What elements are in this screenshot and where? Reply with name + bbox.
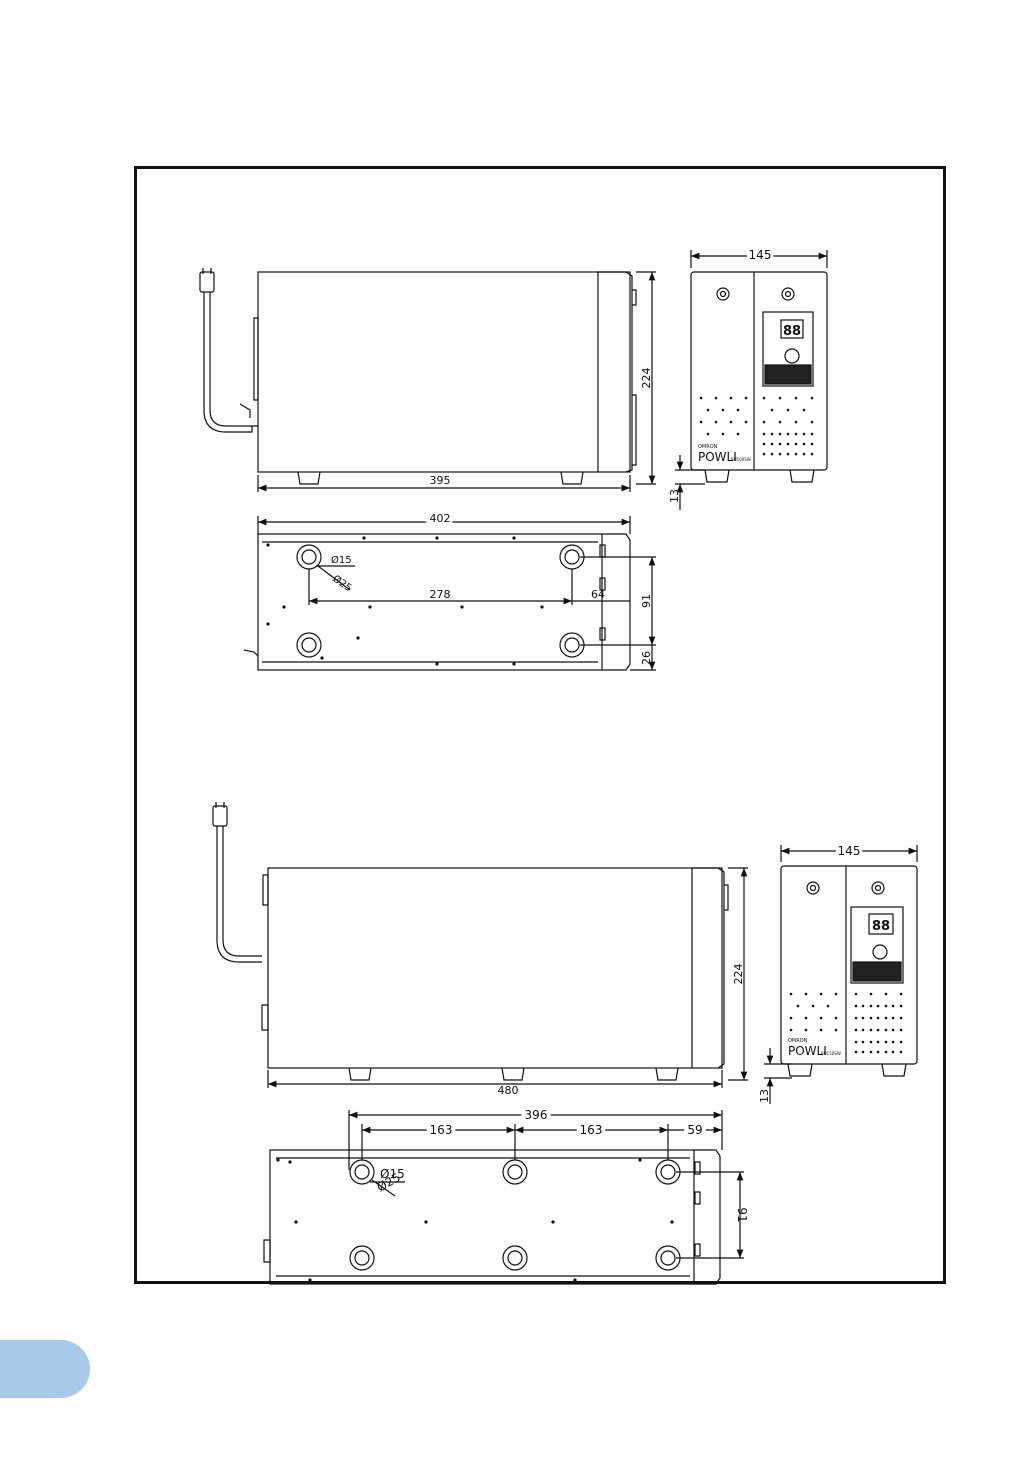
unit-a-rear-offset-label: 64 (591, 588, 605, 601)
unit-b-foot-mid (502, 1068, 524, 1080)
power-cord (217, 826, 262, 962)
unit-b-foot-label: 13 (758, 1089, 771, 1103)
unit-b-base (270, 1150, 694, 1284)
unit-b-depth-label: 91 (735, 1207, 749, 1222)
plug-icon (200, 272, 214, 292)
unit-a-length-label: 395 (430, 474, 451, 487)
plug-icon (213, 806, 227, 826)
unit-b-body (268, 868, 722, 1068)
unit-a-height-label: 224 (640, 368, 653, 389)
unit-b-side-view (213, 802, 748, 1088)
unit-a-front-view (675, 250, 827, 510)
unit-b-length-label: 480 (498, 1084, 519, 1097)
unit-a-hole-large: Ø25 (330, 573, 354, 595)
unit-b-overall-label: 396 (525, 1108, 548, 1122)
unit-b-display: 88 (872, 919, 890, 934)
unit-b-foot-left (349, 1068, 371, 1080)
unit-a-side-view (200, 268, 656, 492)
unit-b-dial-icon (873, 945, 887, 959)
unit-a-hole-small: Ø15 (331, 554, 352, 566)
unit-b-bottom-view (264, 1110, 744, 1284)
unit-b-width-label: 145 (838, 844, 861, 858)
unit-a-side-offset-label: 26 (640, 651, 653, 665)
unit-b-rear-offset-label: 59 (687, 1123, 702, 1137)
unit-a-model-code: BU100SW (731, 457, 751, 462)
unit-a-width-label: 145 (749, 248, 772, 262)
unit-b-bottom-screws (276, 1158, 673, 1281)
unit-a-foot-left (298, 472, 320, 484)
unit-b-height-label: 224 (732, 964, 745, 985)
unit-a-foot-label: 13 (668, 489, 681, 503)
unit-a-foot-right (561, 472, 583, 484)
unit-a-body (258, 272, 630, 472)
unit-a-depth-label: 91 (640, 594, 653, 608)
unit-b-front-view (764, 845, 917, 1104)
unit-a-overall-label: 402 (430, 512, 451, 525)
unit-a-dial-icon (785, 349, 799, 363)
unit-b-foot-right (656, 1068, 678, 1080)
unit-a-display: 88 (783, 324, 801, 339)
unit-b-model-code: BU150SW (821, 1051, 841, 1056)
unit-b-pitch-2-label: 163 (580, 1123, 603, 1137)
unit-b-pitch-1-label: 163 (430, 1123, 453, 1137)
unit-a-pitch-label: 278 (430, 588, 451, 601)
